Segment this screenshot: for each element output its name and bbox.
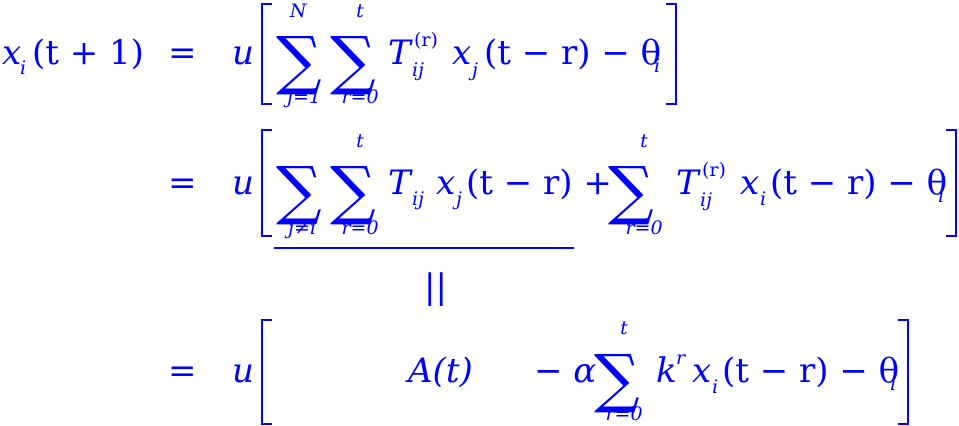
theta-subscript-2: i <box>938 185 944 207</box>
sum1-lower: j=1 <box>283 86 321 108</box>
right-bracket-3 <box>898 319 909 425</box>
theta-subscript-3: i <box>890 373 896 395</box>
x-subscript-4: i <box>712 376 718 398</box>
equation-line-2: = u ∑ j≠i t ∑ r=0 T ij x j (t − r) + t ∑… <box>168 129 957 249</box>
equation-line-3: = u A(t) − α t ∑ r=0 k r x i (t − r) − θ… <box>168 317 909 425</box>
x-subscript: j <box>468 59 478 81</box>
sum2-lower-2: r=0 <box>341 217 378 239</box>
x-symbol-4: x <box>692 351 711 391</box>
sum1-sigma: ∑ <box>276 24 322 98</box>
sum3-upper: t <box>640 130 648 152</box>
T-subscript-3: ij <box>700 189 712 211</box>
x-symbol-3: x <box>740 163 759 203</box>
sum-lower-3: r=0 <box>605 403 642 425</box>
function-u-3: u <box>232 351 254 391</box>
sum3-sigma: ∑ <box>608 154 654 228</box>
function-u-2: u <box>232 163 254 203</box>
T-symbol: T <box>388 33 413 73</box>
x-subscript-3: i <box>760 188 766 210</box>
equals-sign-1: = <box>168 33 197 73</box>
T-subscript-2: ij <box>412 188 424 210</box>
sum2-upper-t: t <box>356 0 364 22</box>
sum1-upper-N: N <box>289 0 308 22</box>
lhs-sub-i: i <box>20 57 26 79</box>
sum2-sigma: ∑ <box>330 24 376 98</box>
sum1-sigma-2: ∑ <box>276 154 322 228</box>
x-argument-4: (t − r) − θ <box>722 351 899 391</box>
theta-subscript: i <box>654 55 660 77</box>
x-subscript-2: j <box>452 188 462 210</box>
equals-sign-3: = <box>168 351 197 391</box>
x-symbol: x <box>452 33 471 73</box>
sum2-lower: r=0 <box>341 86 378 108</box>
x-symbol-2: x <box>436 163 455 203</box>
x-argument-3: (t − r) − θ <box>770 163 947 203</box>
T-subscript: ij <box>412 59 424 81</box>
equation-line-1: x i (t + 1) = u N ∑ j=1 t ∑ r=0 T (r) ij… <box>2 0 677 108</box>
equality-bars: || <box>424 267 447 307</box>
sum3-lower: r=0 <box>625 217 662 239</box>
sum1-lower-2: j≠i <box>284 217 316 239</box>
sum2-upper-2: t <box>356 130 364 152</box>
T-symbol-2: T <box>388 163 413 203</box>
right-bracket-2 <box>946 129 957 237</box>
lhs-argument: (t + 1) <box>32 33 144 73</box>
k-symbol: k <box>656 351 677 391</box>
left-bracket-3 <box>261 319 272 425</box>
T-superscript: (r) <box>414 29 438 51</box>
left-bracket-1 <box>261 3 272 105</box>
x-argument-2: (t − r) + <box>466 163 612 203</box>
A-of-t: A(t) <box>405 351 473 391</box>
lhs-x: x <box>2 33 21 73</box>
T-symbol-3: T <box>676 163 701 203</box>
sum-upper-3: t <box>620 317 628 339</box>
T-superscript-3: (r) <box>702 159 726 181</box>
function-u-1: u <box>232 33 254 73</box>
left-bracket-2 <box>261 129 272 237</box>
x-argument: (t − r) − θ <box>484 33 661 73</box>
equals-sign-2: = <box>168 163 197 203</box>
sum-sigma-3: ∑ <box>594 342 640 416</box>
sum2-sigma-2: ∑ <box>330 154 376 228</box>
right-bracket-1 <box>666 3 677 105</box>
k-superscript: r <box>676 347 687 369</box>
minus-alpha: − α <box>534 351 596 391</box>
